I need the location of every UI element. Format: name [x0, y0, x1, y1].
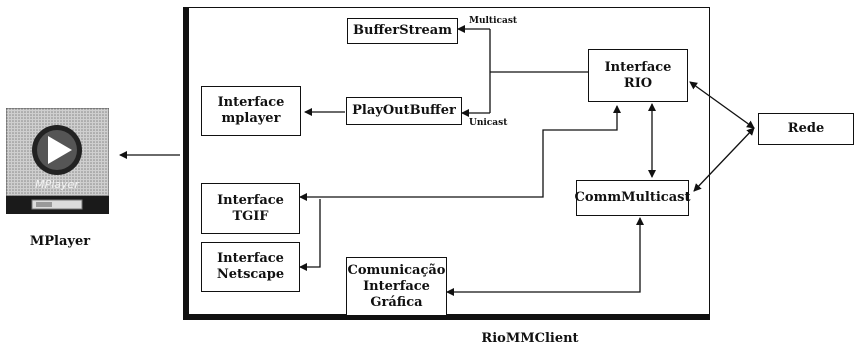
svg-text:MPlayer: MPlayer: [35, 178, 80, 191]
rede-node: Rede: [758, 113, 854, 145]
interface-rio-node: Interface RIO: [588, 49, 688, 102]
interface-mplayer-node: Interface mplayer: [201, 86, 301, 136]
multicast-label: Multicast: [469, 16, 518, 26]
mplayer-logo-icon: MPlayer: [5, 107, 110, 214]
interface-netscape-node: Interface Netscape: [201, 242, 300, 292]
edge-rede-commmulticast: [693, 127, 755, 192]
unicast-label: Unicast: [469, 118, 508, 128]
playout-buffer-node: PlayOutBuffer: [346, 97, 462, 125]
player-label: MPlayer: [29, 234, 91, 249]
mplayer-icon: MPlayer: [5, 107, 110, 214]
buffer-stream-node: BufferStream: [347, 18, 458, 44]
edge-rede-rio: [689, 81, 755, 129]
container-label: RioMMClient: [481, 331, 579, 346]
edge-tgif-to-netscape: [299, 199, 321, 271]
interface-tgif-node: Interface TGIF: [201, 183, 300, 234]
edge-rio-to-tgif: [299, 105, 621, 201]
edge-commmulticast-comunicacao: [446, 217, 644, 296]
comunicacao-interface-grafica-node: Comunicação Interface Gráfica: [346, 257, 447, 316]
comm-multicast-node: CommMulticast: [575, 180, 690, 216]
